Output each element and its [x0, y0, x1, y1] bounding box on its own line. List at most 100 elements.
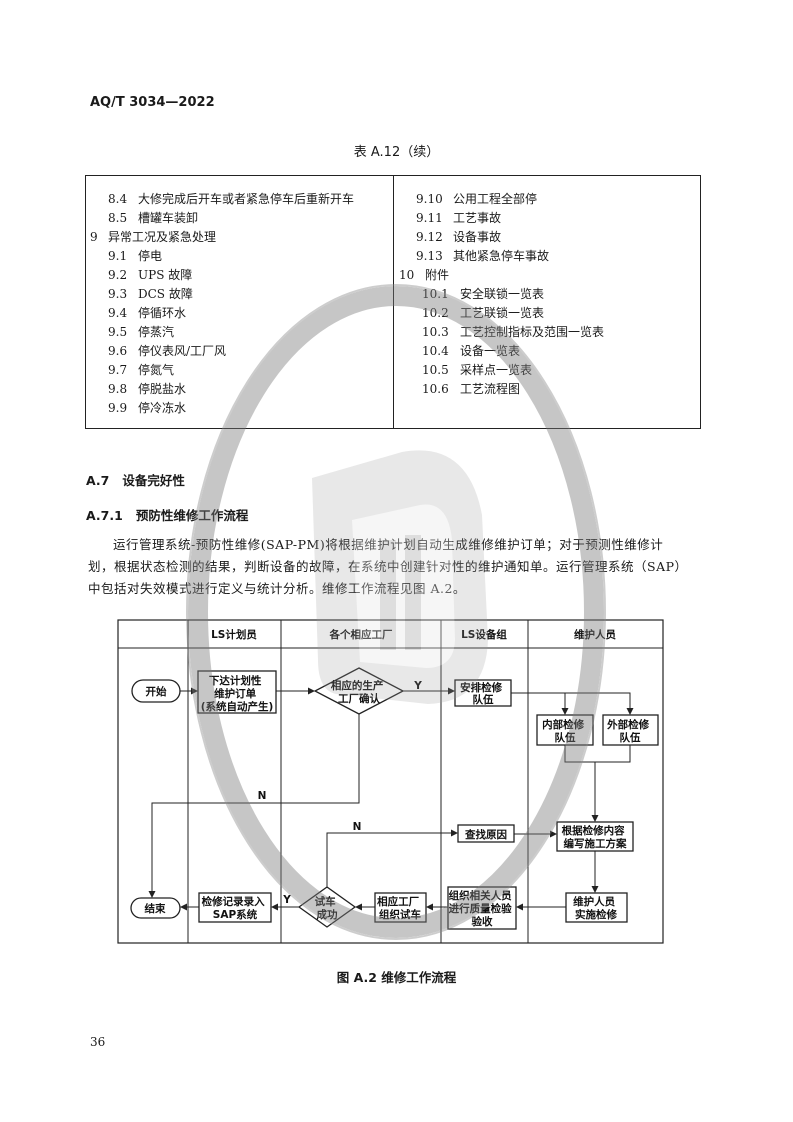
toc-row: 9.10 公用工程全部停 — [0, 191, 793, 207]
node-label-line: 外部检修 — [606, 718, 649, 731]
node-label: 检修记录录入 SAP系统 — [202, 895, 269, 921]
toc-text: 设备事故 — [453, 230, 502, 244]
toc-text: 停蒸汽 — [138, 325, 175, 339]
node-label-line: 相应的生产 — [331, 679, 384, 692]
toc-row: 9.13 其他紧急停车事故 — [0, 248, 793, 264]
branch-label-no: N — [258, 790, 267, 802]
toc-number: 9.12 — [416, 230, 443, 244]
toc-text: 公用工程全部停 — [453, 192, 538, 206]
section-number: A.7 — [86, 473, 110, 488]
toc-number: 9.9 — [108, 401, 128, 415]
toc-row: 8.5 槽罐车装卸 — [0, 210, 793, 226]
flow-arrow — [326, 829, 458, 887]
toc-row: 8.4 大修完成后开车或者紧急停车后重新开车 — [0, 191, 793, 207]
paragraph-line: 划，根据状态检测的结果，判断设备的故障，在系统中创建针对性的维护通知单。运行管理… — [88, 559, 688, 574]
toc-text: 工艺控制指标及范围一览表 — [460, 325, 605, 339]
toc-text: UPS 故障 — [138, 268, 193, 282]
node-label-line: 相应工厂 — [377, 895, 419, 908]
paragraph-line: 中包括对失效模式进行定义与统计分析。维修工作流程见图 A.2。 — [88, 581, 466, 596]
toc-number: 9.4 — [108, 306, 128, 320]
toc-text: 停氮气 — [138, 363, 175, 377]
node-label: 结束 — [145, 902, 166, 915]
process-box — [556, 821, 634, 852]
node-label-line: SAP系统 — [213, 908, 258, 921]
flow-arrow — [511, 692, 634, 715]
toc-text: 工艺联锁一览表 — [460, 306, 545, 320]
lane-header-maintenance-staff: 维护人员 — [574, 628, 616, 641]
toc-row: 10.1 安全联锁一览表 — [0, 286, 793, 302]
flow-arrow — [148, 714, 360, 898]
toc-number: 8.4 — [108, 192, 128, 206]
toc-number: 10.6 — [422, 382, 449, 396]
toc-number: 9.2 — [108, 268, 128, 282]
node-start: 开始 — [131, 679, 181, 703]
node-record-sap: 检修记录录入 SAP系统 — [198, 892, 272, 923]
node-external-team: 外部检修 队伍 — [602, 714, 659, 746]
toc-column-divider — [393, 175, 394, 428]
toc-number: 9.5 — [108, 325, 128, 339]
toc-text: 采样点一览表 — [460, 363, 533, 377]
node-quality-check: 组织相关人员 进行质量检验 验收 — [447, 886, 517, 930]
process-box — [374, 892, 427, 923]
standard-code: AQ/T 3034—2022 — [90, 95, 215, 110]
toc-number: 9.6 — [108, 344, 128, 358]
toc-number: 8.5 — [108, 211, 128, 225]
terminator-shape — [130, 897, 181, 919]
toc-number: 10.1 — [422, 287, 449, 301]
subsection-title: 预防性维修工作流程 — [135, 508, 249, 523]
node-label-line: 进行质量检验 — [449, 902, 512, 915]
toc-row: 9.4 停循环水 — [0, 305, 793, 321]
toc-row: 9 异常工况及紧急处理 — [0, 229, 793, 245]
node-label-line: 维护人员 — [573, 895, 615, 908]
node-label-line: 维护订单 — [214, 687, 256, 700]
node-label-line: 下达计划性 — [209, 674, 262, 687]
toc-row: 9.7 停氮气 — [0, 362, 793, 378]
toc-number: 10.2 — [422, 306, 449, 320]
toc-row: 9.12 设备事故 — [0, 229, 793, 245]
node-factory-test: 相应工厂 组织试车 — [374, 892, 427, 923]
toc-text: 停冷冻水 — [138, 401, 187, 415]
toc-number: 9.11 — [416, 211, 443, 225]
toc-row: 10.5 采样点一览表 — [0, 362, 793, 378]
node-confirm-decision: 相应的生产 工厂确认 — [313, 667, 405, 715]
maintenance-flowchart: LS计划员 各个相应工厂 LS设备组 维护人员 Y N N Y 开始 — [117, 619, 664, 944]
node-test-decision: 试车 成功 — [297, 886, 357, 928]
node-label: 开始 — [146, 685, 167, 698]
branch-label-no: N — [353, 821, 362, 833]
table-title: 表 A.12（续） — [353, 145, 440, 160]
toc-row: 9.11 工艺事故 — [0, 210, 793, 226]
figure-caption: 图 A.2 维修工作流程 — [336, 970, 457, 985]
node-end: 结束 — [130, 897, 181, 919]
toc-text: 停脱盐水 — [138, 382, 187, 396]
node-label-line: (系统自动产生) — [201, 700, 274, 713]
lane-header-factory: 各个相应工厂 — [329, 628, 393, 641]
toc-row: 9.3 DCS 故障 — [0, 286, 793, 302]
toc-text: 停仪表风/工厂风 — [138, 344, 227, 358]
node-label-line: 组织相关人员 — [449, 889, 512, 902]
toc-number: 10 — [399, 268, 415, 282]
node-label-line: 安排检修 — [460, 681, 502, 694]
toc-number: 9.1 — [108, 249, 128, 263]
node-label-line: 队伍 — [555, 731, 576, 744]
toc-text: DCS 故障 — [138, 287, 193, 301]
toc-text: 附件 — [425, 268, 450, 282]
node-label-line: 组织试车 — [379, 908, 421, 921]
toc-row: 10 附件 — [0, 267, 793, 283]
toc-number: 9.7 — [108, 363, 128, 377]
process-box — [565, 892, 628, 923]
process-box — [447, 886, 517, 930]
toc-number: 9.8 — [108, 382, 128, 396]
lane-header-planner: LS计划员 — [211, 628, 257, 641]
node-label-line: 工厂确认 — [338, 692, 380, 705]
toc-number: 9 — [90, 230, 98, 244]
toc-text: 安全联锁一览表 — [460, 287, 545, 301]
toc-row: 10.3 工艺控制指标及范围一览表 — [0, 324, 793, 340]
node-find-cause: 查找原因 — [457, 824, 515, 843]
process-box — [198, 892, 272, 923]
toc-row: 9.5 停蒸汽 — [0, 324, 793, 340]
node-label-line: 试车 — [315, 895, 336, 908]
section-title: 设备完好性 — [122, 473, 185, 488]
toc-number: 9.10 — [416, 192, 443, 206]
section-heading: A.7 设备完好性 — [86, 470, 185, 489]
lane-header-equipment-group: LS设备组 — [461, 628, 507, 641]
